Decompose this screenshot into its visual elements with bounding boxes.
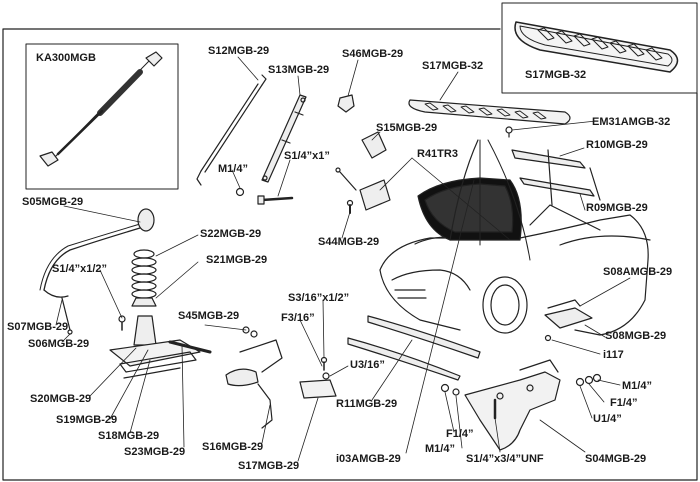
label-s17mgb29: S17MGB-29 [238,460,300,472]
label-s06mgb29: S06MGB-29 [28,338,90,350]
label-s14x34unf: S1/4”x3/4”UNF [466,453,544,465]
label-u14: U1/4” [593,413,622,425]
leader-lines [55,56,631,462]
label-s316x12: S3/16”x1/2” [288,292,350,304]
label-s21mgb29: S21MGB-29 [206,254,268,266]
release-pin-drawing [168,340,212,354]
label-ka300mgb: KA300MGB [36,52,96,64]
car-body-drawing [379,139,651,336]
hinge-cover-drawing [544,299,593,342]
label-s17mgb32-inset: S17MGB-32 [525,69,587,81]
label-s18mgb29: S18MGB-29 [98,430,160,442]
label-s14x1: S1/4”x1” [284,150,330,162]
label-s23mgb29: S23MGB-29 [124,446,186,458]
label-m14-left: M1/4” [425,443,455,455]
gas-strut-drawing [39,51,163,167]
label-s04mgb29: S04MGB-29 [585,453,647,465]
bolt-quarter-by-one-drawing [257,195,294,205]
label-em31amgb32: EM31AMGB-32 [592,116,671,128]
spring-drawing [131,249,157,307]
label-f14-left: F1/4” [446,428,474,440]
label-f316: F3/16” [281,312,315,324]
release-cable-drawing [39,208,155,335]
label-r10mgb29: R10MGB-29 [586,139,648,151]
bonnet-stay-channel-drawing [261,94,307,183]
label-f14-right: F1/4” [610,397,638,409]
label-s07mgb29: S07MGB-29 [7,321,69,333]
seal-strips-drawing [511,149,601,206]
label-s45mgb29: S45MGB-29 [178,310,240,322]
label-s19mgb29: S19MGB-29 [56,414,118,426]
label-s46mgb29: S46MGB-29 [342,48,404,60]
label-s22mgb29: S22MGB-29 [200,228,262,240]
label-s05mgb29: S05MGB-29 [22,196,84,208]
label-s16mgb29: S16MGB-29 [202,441,264,453]
bonnet-catch-drawing [335,131,391,214]
bonnet-stay-rod-drawing [196,74,267,197]
label-s08mgb29: S08MGB-29 [605,330,667,342]
label-s17mgb32-main: S17MGB-32 [422,60,484,72]
label-s13mgb29: S13MGB-29 [268,64,330,76]
label-s15mgb29: S15MGB-29 [376,122,438,134]
label-s08amgb29: S08AMGB-29 [603,266,673,278]
outer-frame [2,28,698,481]
vent-panel-inset-drawing [514,21,679,73]
catch-lever-drawing [225,326,337,429]
label-r41tr3: R41TR3 [417,148,458,160]
inset-box-gas-strut [25,43,179,190]
bonnet-rear-seal-drawing [347,315,481,381]
small-bracket-drawing [337,94,355,113]
label-s44mgb29: S44MGB-29 [318,236,380,248]
label-i03amgb29: i03AMGB-29 [336,453,401,465]
label-r09mgb29: R09MGB-29 [586,202,648,214]
label-r11mgb29: R11MGB-29 [336,398,398,410]
label-s20mgb29: S20MGB-29 [30,393,92,405]
label-s14x12: S1/4”x1/2” [52,263,108,275]
label-m14-top: M1/4” [218,163,248,175]
label-m14-right: M1/4” [622,380,652,392]
label-s12mgb29: S12MGB-29 [208,45,270,57]
label-i117: i117 [603,349,624,361]
label-u316: U3/16” [350,359,385,371]
